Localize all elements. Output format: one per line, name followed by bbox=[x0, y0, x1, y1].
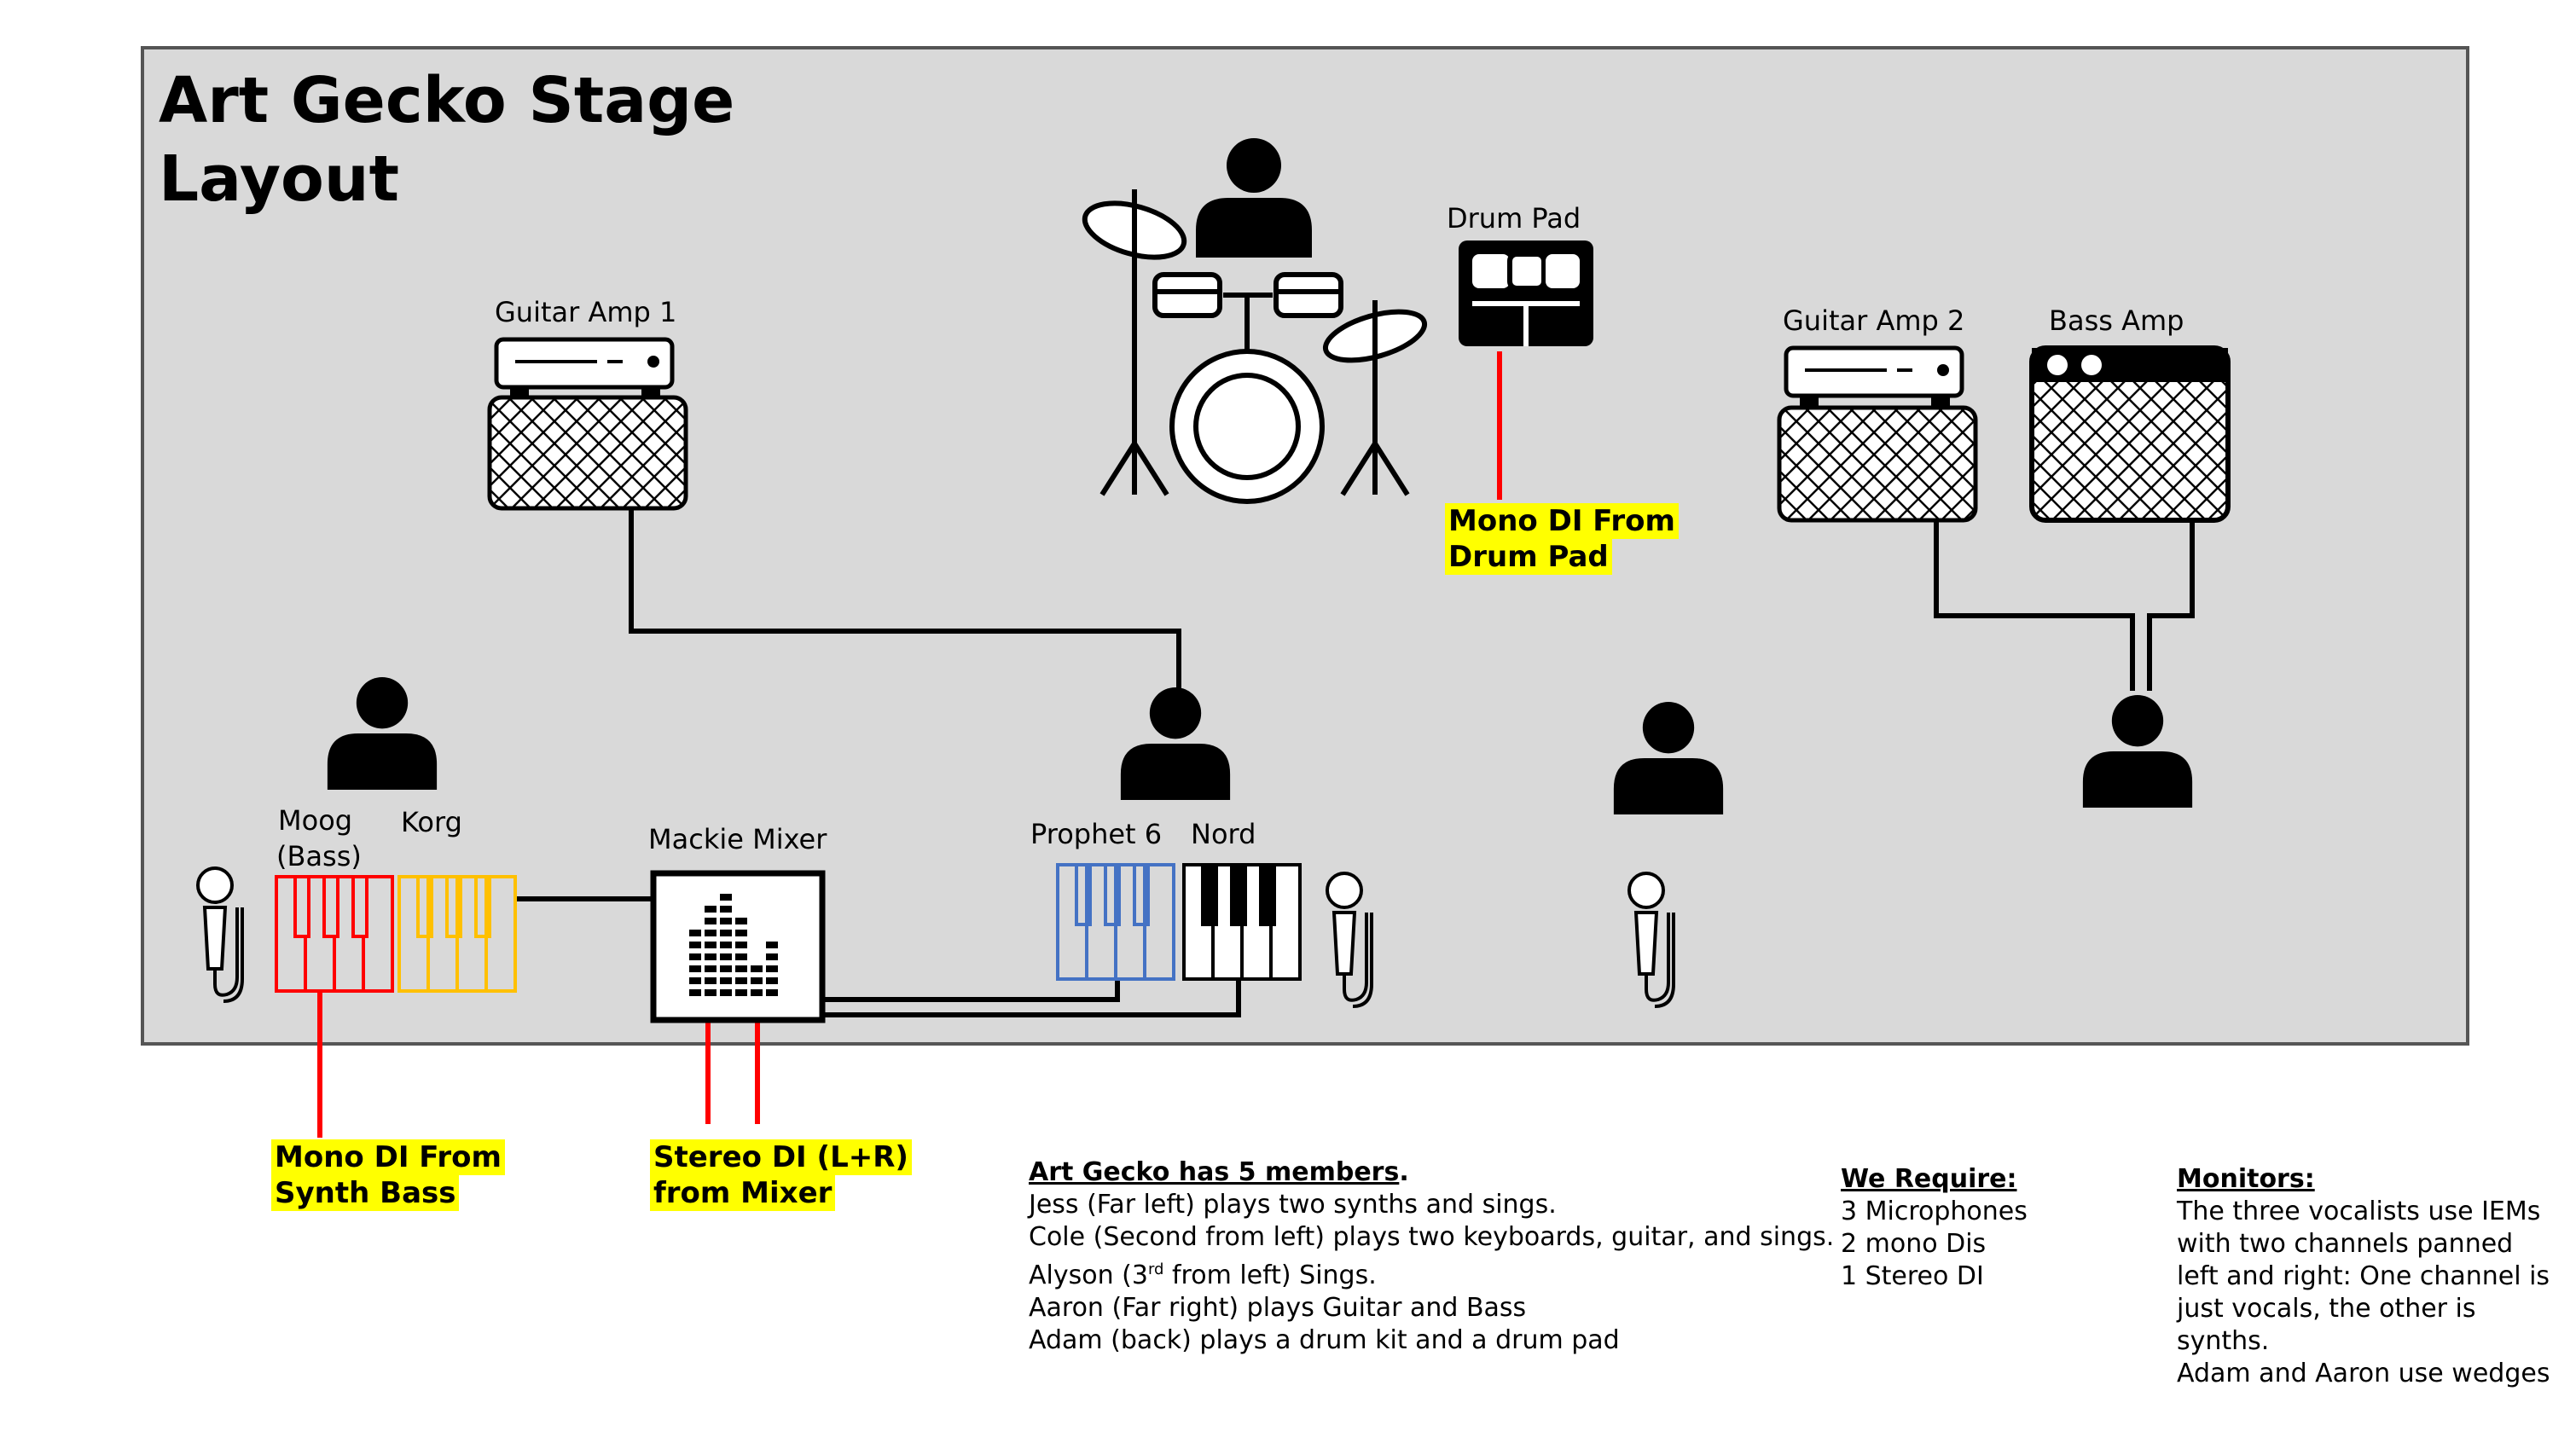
label-nord: Nord bbox=[1191, 818, 1256, 850]
label-drum-pad: Drum Pad bbox=[1447, 202, 1581, 235]
requirements: We Require: 3 Microphones 2 mono Dis 1 S… bbox=[1841, 1163, 2028, 1293]
cable-guitar-amp-1 bbox=[629, 510, 1181, 691]
member-alyson-post: from left) Sings. bbox=[1163, 1260, 1377, 1290]
nord-keyboard bbox=[1182, 863, 1302, 981]
title-line-2: Layout bbox=[159, 142, 399, 216]
requirements-heading: We Require: bbox=[1841, 1164, 2017, 1194]
cables bbox=[517, 510, 2195, 1017]
mixer-meter-icon bbox=[689, 894, 778, 996]
member-alyson-sup: rd bbox=[1147, 1260, 1164, 1278]
cable-guitar-amp-2 bbox=[1934, 522, 2135, 691]
korg-keyboard bbox=[397, 875, 517, 993]
requirement-item-3: 1 Stereo DI bbox=[1841, 1261, 1984, 1291]
prophet-keyboard bbox=[1056, 863, 1175, 981]
members-heading: Art Gecko has 5 members bbox=[1029, 1157, 1400, 1187]
callout-drum-pad-line-2: Drum Pad bbox=[1445, 539, 1612, 575]
drum-pad bbox=[1459, 240, 1593, 346]
page-title: Art Gecko Stage Layout bbox=[159, 61, 734, 218]
callout-mixer-line-1: Stereo DI (L+R) bbox=[650, 1139, 912, 1175]
label-moog-line-2: (Bass) bbox=[276, 840, 362, 872]
callout-synth-bass-di: Mono DI From Synth Bass bbox=[271, 1139, 505, 1211]
callout-synth-bass-line-2: Synth Bass bbox=[271, 1175, 460, 1211]
cable-mixer-nord bbox=[824, 981, 1241, 1017]
member-alyson-pre: Alyson (3 bbox=[1029, 1260, 1148, 1290]
mackie-mixer bbox=[650, 870, 826, 1023]
members-heading-suffix: . bbox=[1399, 1157, 1409, 1187]
callout-mixer-di: Stereo DI (L+R) from Mixer bbox=[650, 1139, 912, 1211]
callout-drum-pad-line-1: Mono DI From bbox=[1445, 503, 1679, 539]
monitors-text: The three vocalists use IEMs with two ch… bbox=[2177, 1197, 2550, 1356]
label-moog-line-1: Moog bbox=[278, 804, 353, 837]
moog-keyboard bbox=[275, 875, 394, 993]
title-line-1: Art Gecko Stage bbox=[159, 64, 735, 137]
label-korg: Korg bbox=[401, 806, 462, 838]
guitar-amp-2 bbox=[1777, 345, 1978, 523]
monitors-heading: Monitors: bbox=[2177, 1164, 2315, 1194]
member-aaron: Aaron (Far right) plays Guitar and Bass bbox=[1029, 1293, 1527, 1323]
drum-kit bbox=[1082, 189, 1428, 504]
members-notes: Art Gecko has 5 members. Jess (Far left)… bbox=[1029, 1156, 1834, 1357]
label-guitar-amp-2: Guitar Amp 2 bbox=[1783, 304, 1965, 337]
cable-mixer-prophet bbox=[824, 981, 1120, 1002]
callout-synth-bass-line-1: Mono DI From bbox=[271, 1139, 505, 1175]
member-alyson: Alyson (3rd from left) Sings. bbox=[1029, 1254, 1834, 1292]
label-bass-amp: Bass Amp bbox=[2049, 304, 2184, 337]
requirement-item-2: 2 mono Dis bbox=[1841, 1229, 1987, 1259]
callout-mixer-line-2: from Mixer bbox=[650, 1175, 836, 1211]
monitors-text-2: Adam and Aaron use wedges bbox=[2177, 1359, 2550, 1388]
guitar-amp-1 bbox=[487, 337, 688, 511]
member-cole: Cole (Second from left) plays two keyboa… bbox=[1029, 1222, 1835, 1252]
member-adam: Adam (back) plays a drum kit and a drum … bbox=[1029, 1325, 1620, 1355]
cable-bass-amp bbox=[2147, 522, 2195, 691]
monitors: Monitors: The three vocalists use IEMs w… bbox=[2177, 1163, 2552, 1390]
bass-amp bbox=[2029, 345, 2231, 523]
member-jess: Jess (Far left) plays two synths and sin… bbox=[1029, 1190, 1557, 1220]
di-cables bbox=[317, 351, 1502, 1138]
label-mackie-mixer: Mackie Mixer bbox=[648, 823, 827, 855]
callout-drum-pad-di: Mono DI From Drum Pad bbox=[1445, 503, 1679, 575]
requirement-item-1: 3 Microphones bbox=[1841, 1197, 2028, 1226]
label-guitar-amp-1: Guitar Amp 1 bbox=[495, 296, 677, 328]
label-prophet: Prophet 6 bbox=[1030, 818, 1163, 850]
